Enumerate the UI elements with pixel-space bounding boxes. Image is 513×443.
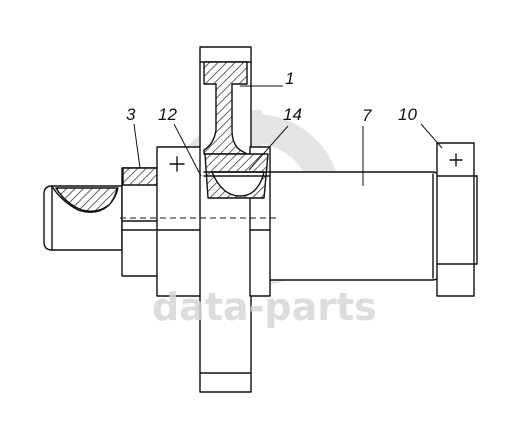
callout-labels: 1 3 12 14 7 10 (126, 69, 417, 125)
callout-1: 1 (285, 69, 294, 88)
callout-10: 10 (398, 105, 417, 124)
bushing (121, 167, 159, 277)
left-flange (156, 146, 202, 297)
bearing-race (203, 153, 271, 199)
callout-7: 7 (362, 106, 372, 125)
callout-12: 12 (158, 105, 177, 124)
callout-14: 14 (283, 105, 302, 124)
watermark-text: data-parts (152, 285, 377, 329)
gear-plate (199, 46, 252, 393)
leader-lines (133, 85, 443, 186)
end-block (436, 142, 478, 297)
callout-3: 3 (126, 105, 136, 124)
left-shaft-end (43, 185, 123, 251)
main-shaft (264, 171, 441, 281)
